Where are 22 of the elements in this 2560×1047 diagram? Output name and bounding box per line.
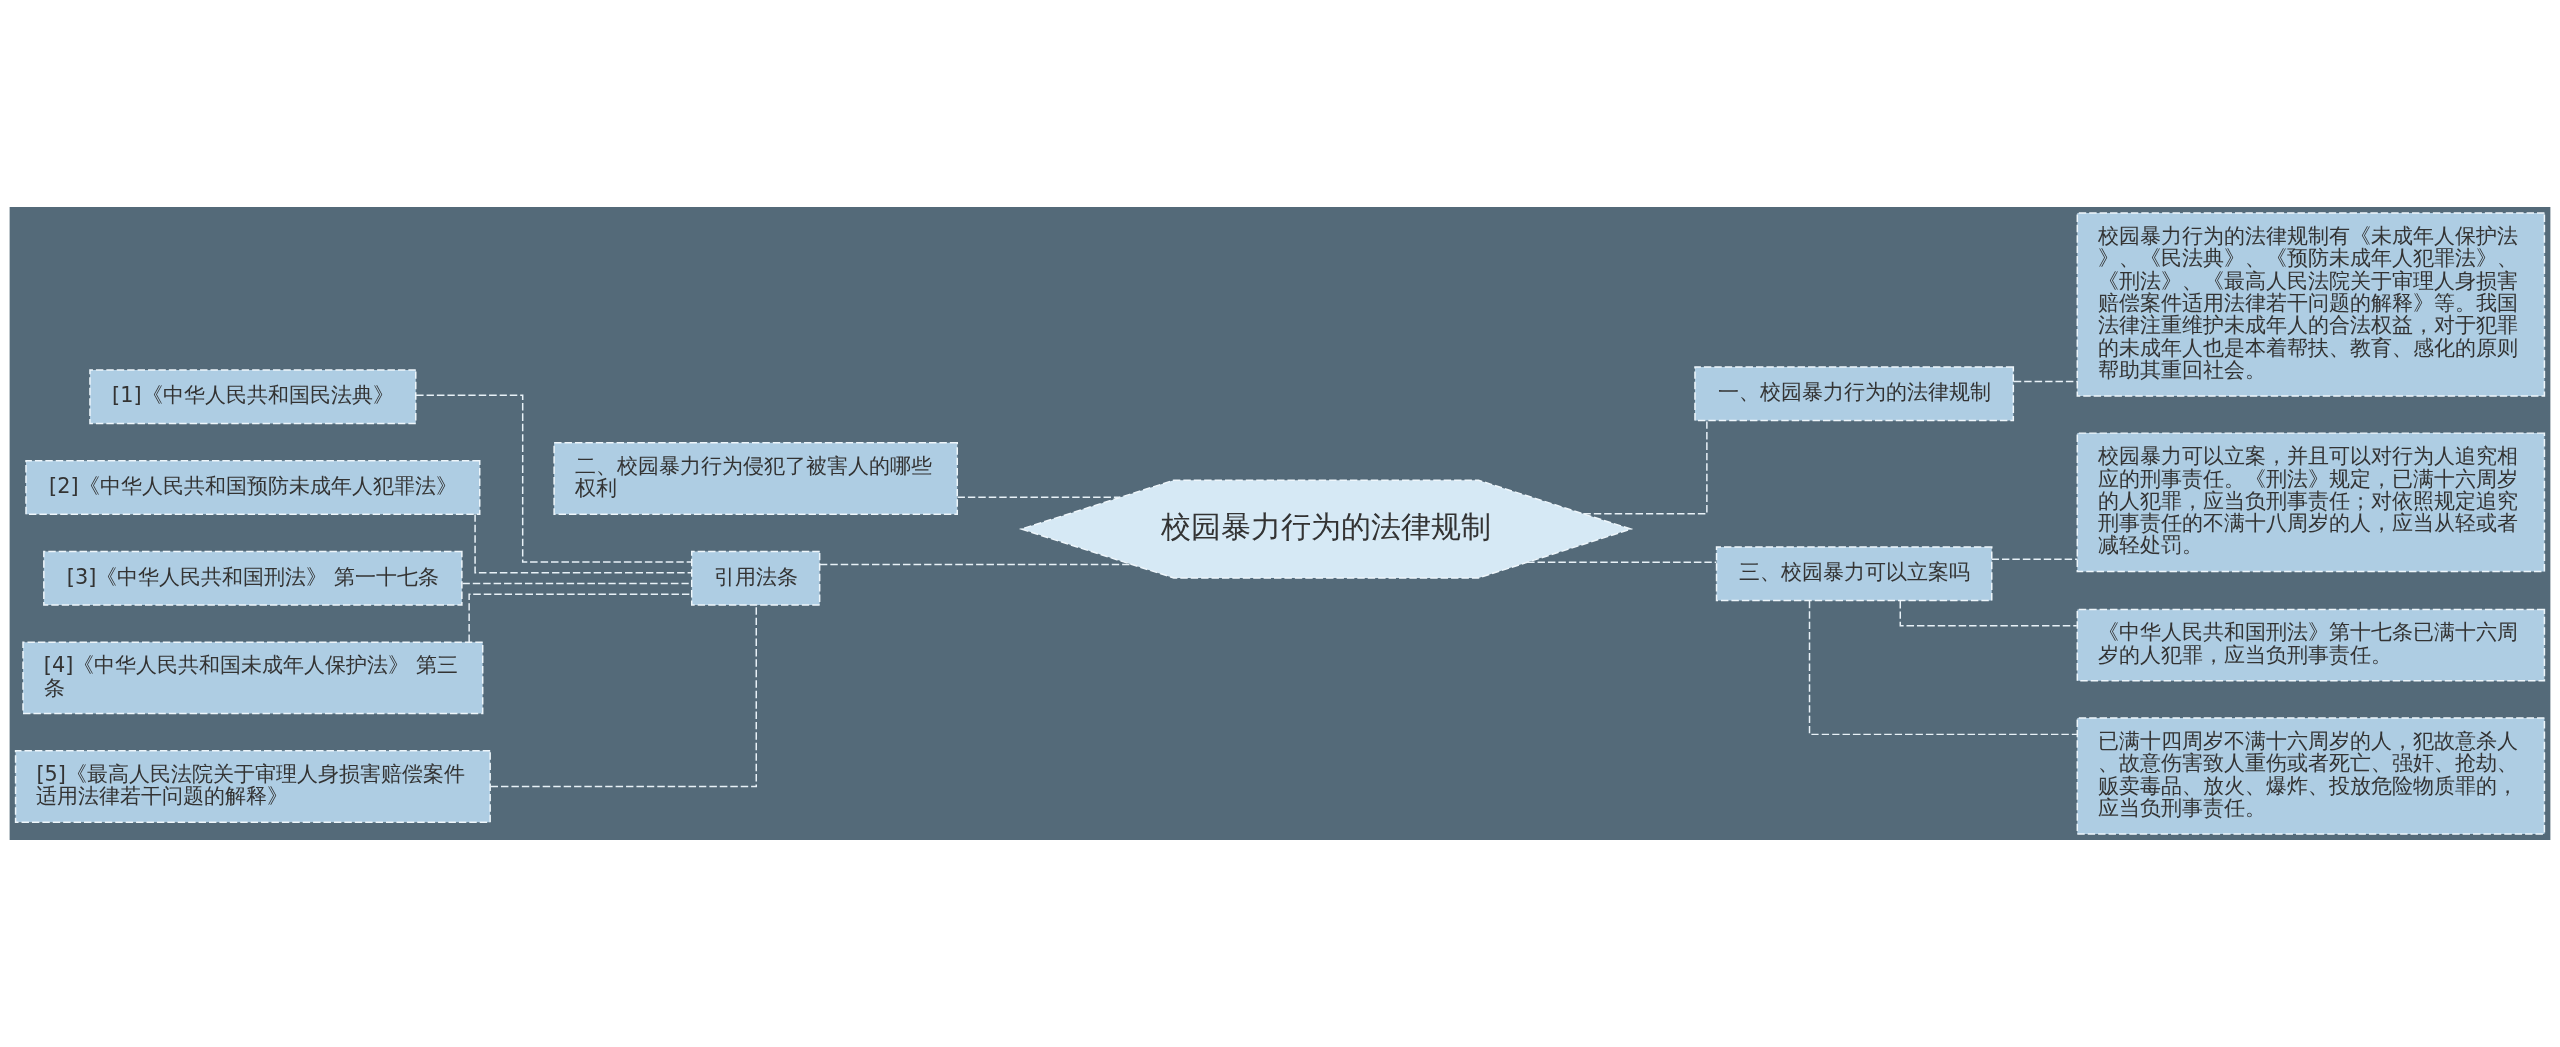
node-box: 校园暴力可以立案，并且可以对行为人追究相应的刑事责任。《刑法》规定，已满十六周岁的人犯罪，应当负刑事责任；对依照规定追究刑事责任的不满十八周岁的人，应当从轻或者减轻处罚。	[2076, 432, 2546, 573]
connector	[956, 496, 1121, 499]
node-box: 引用法条	[690, 550, 821, 606]
connector	[415, 394, 693, 563]
node-box: [1]《中华人民共和国民法典》	[89, 369, 417, 425]
node-box: 《中华人民共和国刑法》第十七条已满十六周岁的人犯罪，应当负刑事责任。	[2076, 608, 2546, 682]
node-box: [5]《最高人民法院关于审理人身损害赔偿案件适用法律若干问题的解释》	[14, 750, 491, 823]
node-box: [2]《中华人民共和国预防未成年人犯罪法》	[25, 459, 481, 515]
connector	[1582, 420, 1708, 515]
node-box: [3]《中华人民共和国刑法》 第一十七条	[43, 550, 463, 606]
node-box: 三、校园暴力可以立案吗	[1715, 546, 1993, 602]
connector	[1526, 561, 1717, 564]
node-box: 一、校园暴力行为的法律规制	[1694, 366, 2015, 422]
node-box: [4]《中华人民共和国未成年人保护法》 第三条	[22, 641, 484, 715]
connector	[489, 604, 757, 788]
node-box: 二、校园暴力行为侵犯了被害人的哪些权利	[553, 442, 958, 515]
connector	[2013, 380, 2078, 383]
connector	[474, 513, 693, 574]
connector	[1991, 558, 2078, 560]
node-box: 已满十四周岁不满十六周岁的人，犯故意杀人、故意伤害致人重伤或者死亡、强奸、抢劫、贩卖毒品、放火、爆炸、投放危险物质罪的，应当负刑事责任。	[2076, 717, 2546, 835]
connector	[1808, 600, 2078, 736]
node-box: 校园暴力行为的法律规制有《未成年人保护法》、《民法典》、《预防未成年人犯罪法》、《刑法》、《最高人民法院关于审理人身损害赔偿案件适用法律若干问题的解释》等。我国法律注重维护未成年人的合法权益，对于犯罪的未成年人也是本着帮扶、教育、感化的原则帮助其重回社会。	[2076, 212, 2546, 397]
